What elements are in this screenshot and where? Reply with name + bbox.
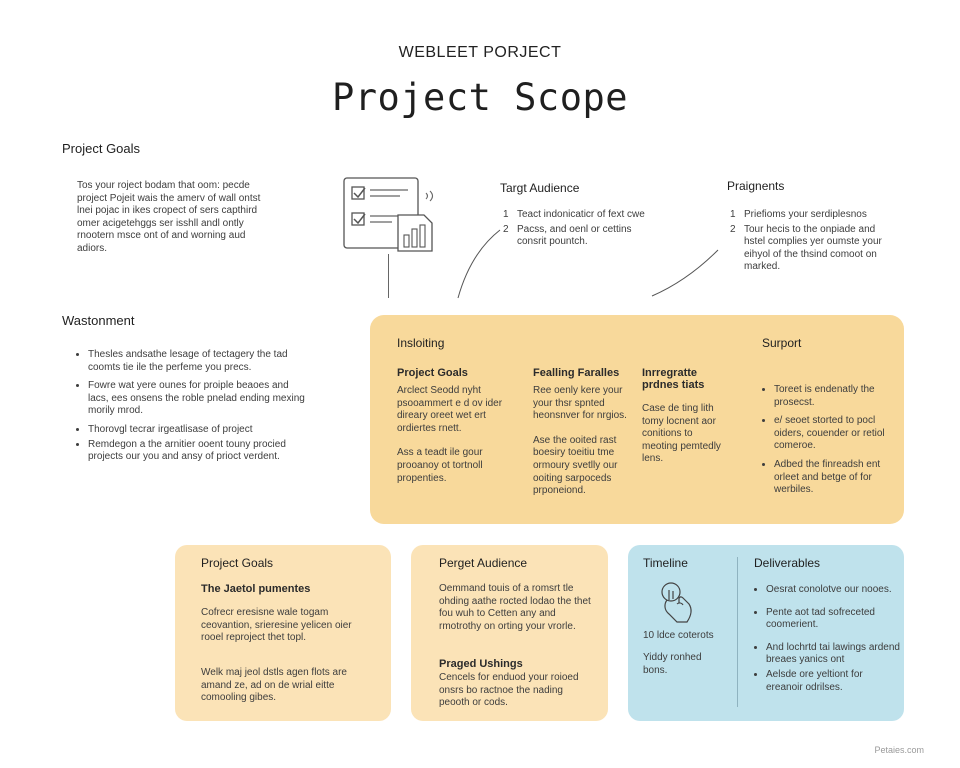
card-text: Cofrecr eresisne wale togam ceovantion, … bbox=[201, 607, 352, 644]
list-item: Aelsde ore yeltiont for ereanoir odrilse… bbox=[766, 669, 902, 694]
main-col-goals: Project Goals Arclect Seodd nyht psooamm… bbox=[397, 367, 515, 485]
deliverables-heading: Deliverables bbox=[754, 556, 821, 570]
col-text: Arclect Seodd nyht psooammert e d ov ide… bbox=[397, 385, 503, 434]
hand-pointer-icon bbox=[661, 582, 692, 623]
connector-curve bbox=[457, 229, 501, 299]
list-item: Adbed the finreadsh ent orleet and betge… bbox=[774, 459, 900, 497]
card-project-goals bbox=[175, 545, 391, 721]
list-item: Toreet is endenatly the prosecst. bbox=[774, 384, 900, 409]
goals-text: Tos your roject bodam that oom: pecde pr… bbox=[77, 180, 261, 254]
card-divider bbox=[737, 557, 738, 707]
card-heading: Perget Audience bbox=[439, 556, 528, 570]
col-text: Ree oenly kere your your thsr spnted heo… bbox=[533, 385, 627, 422]
wastonment-list: Thesles andsathe lesage of tectagery the… bbox=[76, 349, 310, 470]
col-heading: Fealling Faralles bbox=[533, 367, 620, 379]
list-item: Fowre wat yere ounes for proiple beaoes … bbox=[88, 380, 310, 418]
card-text: Welk maj jeol dstls agen flots are amand… bbox=[201, 667, 347, 704]
connector-line bbox=[388, 254, 389, 298]
wastonment-heading: Wastonment bbox=[62, 313, 135, 328]
list-item: e/ seoet storted to pocl oiders, couende… bbox=[774, 415, 900, 453]
card-target-audience bbox=[411, 545, 608, 721]
main-col-integrate: Inrregratte prdnes tiats Case de ting li… bbox=[642, 367, 730, 466]
main-panel bbox=[370, 315, 904, 524]
support-list: Toreet is endenatly the prosecst. e/ seo… bbox=[762, 384, 900, 503]
list-item: Thorovgl tecrar irgeatlisase of project bbox=[88, 424, 310, 437]
list-item: Remdegon a the arnitier ooent touny proc… bbox=[88, 439, 310, 464]
checklist-chart-icon bbox=[343, 177, 434, 252]
card-subheading: The Jaetol pumentes bbox=[201, 583, 311, 595]
page-title: Project Scope bbox=[331, 76, 629, 119]
card-text: Oemmand touis of a romsrt tle ohding aat… bbox=[439, 583, 591, 632]
card-text: Cencels for enduod your roioed onsrs bo … bbox=[439, 672, 579, 709]
card-heading: Project Goals bbox=[201, 556, 274, 570]
list-item: Thesles andsathe lesage of tectagery the… bbox=[88, 349, 310, 374]
list-item: And lochrtd tai lawings ardend breaes ya… bbox=[766, 642, 902, 667]
main-panel-heading: Insloiting bbox=[397, 336, 445, 350]
col-heading: Project Goals bbox=[397, 367, 468, 379]
timeline-line: Yiddy ronhed bons. bbox=[643, 652, 702, 676]
col-text: Ass a teadt ile gour prooanoy ot tortnol… bbox=[397, 447, 483, 484]
connector-curve bbox=[651, 249, 719, 297]
card-timeline-deliverables bbox=[628, 545, 904, 721]
support-heading: Surport bbox=[762, 336, 802, 350]
col-text: Ase the ooited rast boesiry toeitiu tme … bbox=[533, 434, 618, 497]
goals-heading: Project Goals bbox=[62, 141, 141, 156]
list-item: Pente aot tad sofreceted coomerient. bbox=[766, 607, 902, 632]
col-heading: Inrregratte prdnes tiats bbox=[642, 367, 705, 391]
timeline-line: 10 ldce coterots bbox=[643, 630, 714, 641]
footer-credit: Petaies.com bbox=[874, 745, 924, 755]
list-item: Oesrat conolotve our nooes. bbox=[766, 584, 902, 597]
card-subheading: Praged Ushings bbox=[439, 658, 523, 670]
timeline-heading: Timeline bbox=[643, 556, 688, 570]
praignents-heading: Praignents bbox=[727, 179, 785, 193]
deliverables-list: Oesrat conolotve our nooes. Pente aot ta… bbox=[754, 584, 902, 700]
page-eyebrow: WEBLEET PORJECT bbox=[398, 44, 562, 61]
col-text: Case de ting lith tomy locnent aor conit… bbox=[642, 403, 721, 465]
main-col-fealling: Fealling Faralles Ree oenly kere your yo… bbox=[533, 367, 631, 498]
target-top-heading: Targt Audience bbox=[500, 181, 580, 195]
